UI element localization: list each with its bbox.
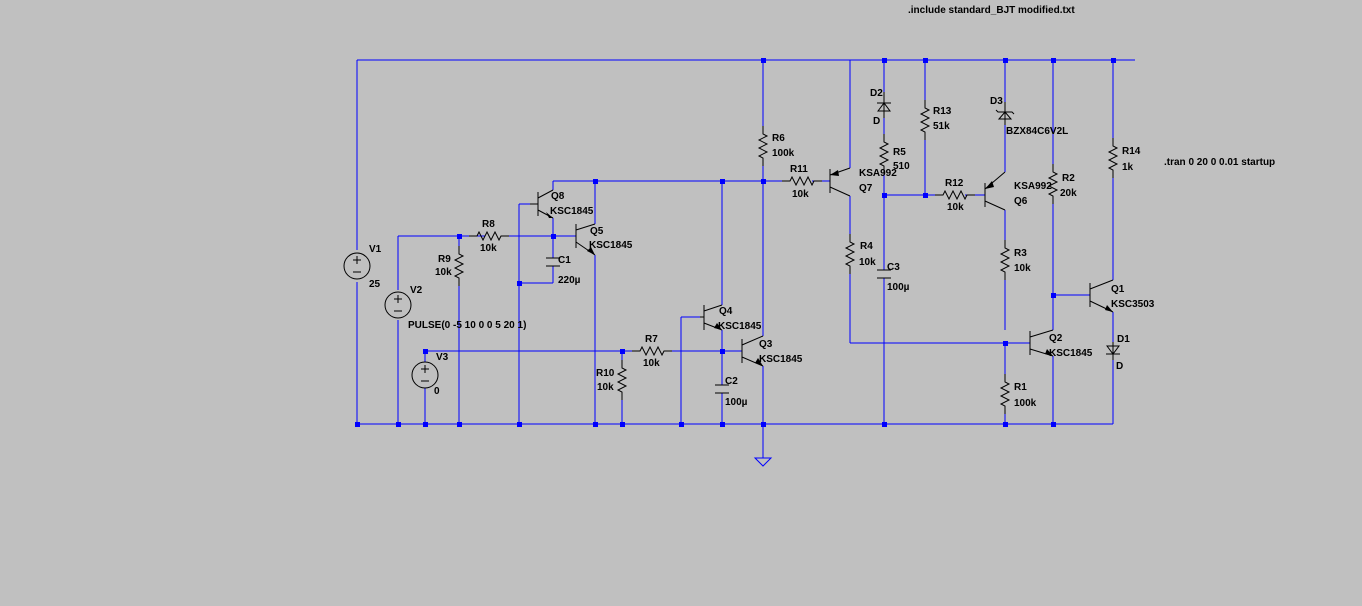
c2-name: C2 <box>725 376 738 387</box>
q4-value: KSC1845 <box>718 321 762 332</box>
r3-value: 10k <box>1014 263 1031 274</box>
v1-name: V1 <box>369 244 382 255</box>
r13-name: R13 <box>933 106 952 117</box>
r10-resistor[interactable]: R10 10k <box>596 359 627 401</box>
r1-resistor[interactable]: R1 100k <box>1000 373 1037 415</box>
r14-value: 1k <box>1122 162 1134 173</box>
c2-value: 100µ <box>725 397 748 408</box>
r14-resistor[interactable]: R14 1k <box>1108 137 1141 179</box>
q3-name: Q3 <box>759 339 773 350</box>
c2-capacitor[interactable]: C2 100µ <box>715 376 748 408</box>
r6-resistor[interactable]: R6 100k <box>758 125 795 167</box>
q6-name: Q6 <box>1014 196 1028 207</box>
q6-value: KSA992 <box>1014 181 1052 192</box>
r10-value: 10k <box>597 382 614 393</box>
wires <box>356 59 1135 458</box>
q5-name: Q5 <box>590 226 604 237</box>
r14-name: R14 <box>1122 146 1141 157</box>
v2-source[interactable]: V2 PULSE(0 -5 10 0 0 5 20 1) <box>384 285 526 331</box>
r5-resistor[interactable]: R5 510 <box>879 133 910 175</box>
r11-value: 10k <box>792 189 809 200</box>
d1-name: D1 <box>1117 334 1130 345</box>
q8-transistor[interactable]: Q8 KSC1845 <box>530 189 594 219</box>
q2-transistor[interactable]: Q2 KSC1845 <box>1029 329 1093 359</box>
d1-value: D <box>1116 361 1123 372</box>
q6-transistor[interactable]: KSA992 Q6 <box>984 171 1052 211</box>
q8-name: Q8 <box>551 191 565 202</box>
q7-value: KSA992 <box>859 168 897 179</box>
q8-value: KSC1845 <box>550 206 594 217</box>
r7-resistor[interactable]: R7 10k <box>631 334 673 369</box>
v3-name: V3 <box>436 352 449 363</box>
r12-value: 10k <box>947 202 964 213</box>
r9-name: R9 <box>438 254 451 265</box>
d2-name: D2 <box>870 88 883 99</box>
r11-name: R11 <box>790 164 808 175</box>
r8-value: 10k <box>480 243 497 254</box>
v3-value: 0 <box>434 386 440 397</box>
v2-name: V2 <box>410 285 423 296</box>
q4-name: Q4 <box>719 306 733 317</box>
q1-value: KSC3503 <box>1111 299 1155 310</box>
v1-source[interactable]: V1 25 <box>343 244 382 290</box>
r2-name: R2 <box>1062 173 1075 184</box>
q4-transistor[interactable]: Q4 KSC1845 <box>700 304 762 332</box>
q5-transistor[interactable]: Q5 KSC1845 <box>575 223 633 256</box>
r9-value: 10k <box>435 267 452 278</box>
q3-value: KSC1845 <box>759 354 803 365</box>
v1-value: 25 <box>369 279 381 290</box>
c3-value: 100µ <box>887 282 910 293</box>
q1-name: Q1 <box>1111 284 1125 295</box>
r6-name: R6 <box>772 133 785 144</box>
r6-value: 100k <box>772 148 795 159</box>
r3-name: R3 <box>1014 248 1027 259</box>
r13-value: 51k <box>933 121 950 132</box>
r4-resistor[interactable]: R4 10k <box>845 233 876 275</box>
r11-resistor[interactable]: R11 10k <box>781 164 823 200</box>
q7-transistor[interactable]: KSA992 Q7 <box>829 167 897 197</box>
q3-transistor[interactable]: Q3 KSC1845 <box>741 335 803 367</box>
r10-name: R10 <box>596 368 615 379</box>
r9-resistor[interactable]: R9 10k <box>435 245 464 287</box>
q2-name: Q2 <box>1049 333 1063 344</box>
v2-value: PULSE(0 -5 10 0 0 5 20 1) <box>408 320 526 331</box>
r8-name: R8 <box>482 219 495 230</box>
r4-name: R4 <box>860 241 873 252</box>
r12-name: R12 <box>945 178 964 189</box>
c3-capacitor[interactable]: C3 100µ <box>877 262 910 293</box>
r2-value: 20k <box>1060 188 1077 199</box>
junctions <box>355 58 1116 427</box>
tran-directive[interactable]: .tran 0 20 0 0.01 startup <box>1164 157 1275 168</box>
r13-resistor[interactable]: R13 51k <box>920 99 952 141</box>
r7-name: R7 <box>645 334 658 345</box>
ground-icon <box>753 457 773 467</box>
r8-resistor[interactable]: R8 10k <box>468 219 510 254</box>
c1-name: C1 <box>558 255 571 266</box>
r12-resistor[interactable]: R12 10k <box>934 178 976 213</box>
r4-value: 10k <box>859 257 876 268</box>
r7-value: 10k <box>643 358 660 369</box>
r2-resistor[interactable]: R2 20k <box>1048 163 1077 205</box>
c3-name: C3 <box>887 262 900 273</box>
q5-value: KSC1845 <box>589 240 633 251</box>
d1-diode[interactable]: D1 D <box>1106 334 1130 372</box>
r3-resistor[interactable]: R3 10k <box>1000 239 1031 281</box>
r1-name: R1 <box>1014 382 1027 393</box>
include-directive[interactable]: .include standard_BJT modified.txt <box>908 5 1075 16</box>
d2-value: D <box>873 116 880 127</box>
q7-name: Q7 <box>859 183 873 194</box>
d3-name: D3 <box>990 96 1003 107</box>
r5-value: 510 <box>893 161 910 172</box>
c1-capacitor[interactable]: C1 220µ <box>546 255 581 286</box>
q1-transistor[interactable]: Q1 KSC3503 <box>1089 279 1155 313</box>
d3-zener-diode[interactable]: D3 BZX84C6V2L <box>990 96 1068 137</box>
c1-value: 220µ <box>558 275 581 286</box>
d3-value: BZX84C6V2L <box>1006 126 1068 137</box>
r1-value: 100k <box>1014 398 1037 409</box>
v3-source[interactable]: V3 0 <box>411 352 449 397</box>
r5-name: R5 <box>893 147 906 158</box>
d2-diode[interactable]: D2 D <box>870 88 891 127</box>
q2-value: KSC1845 <box>1049 348 1093 359</box>
